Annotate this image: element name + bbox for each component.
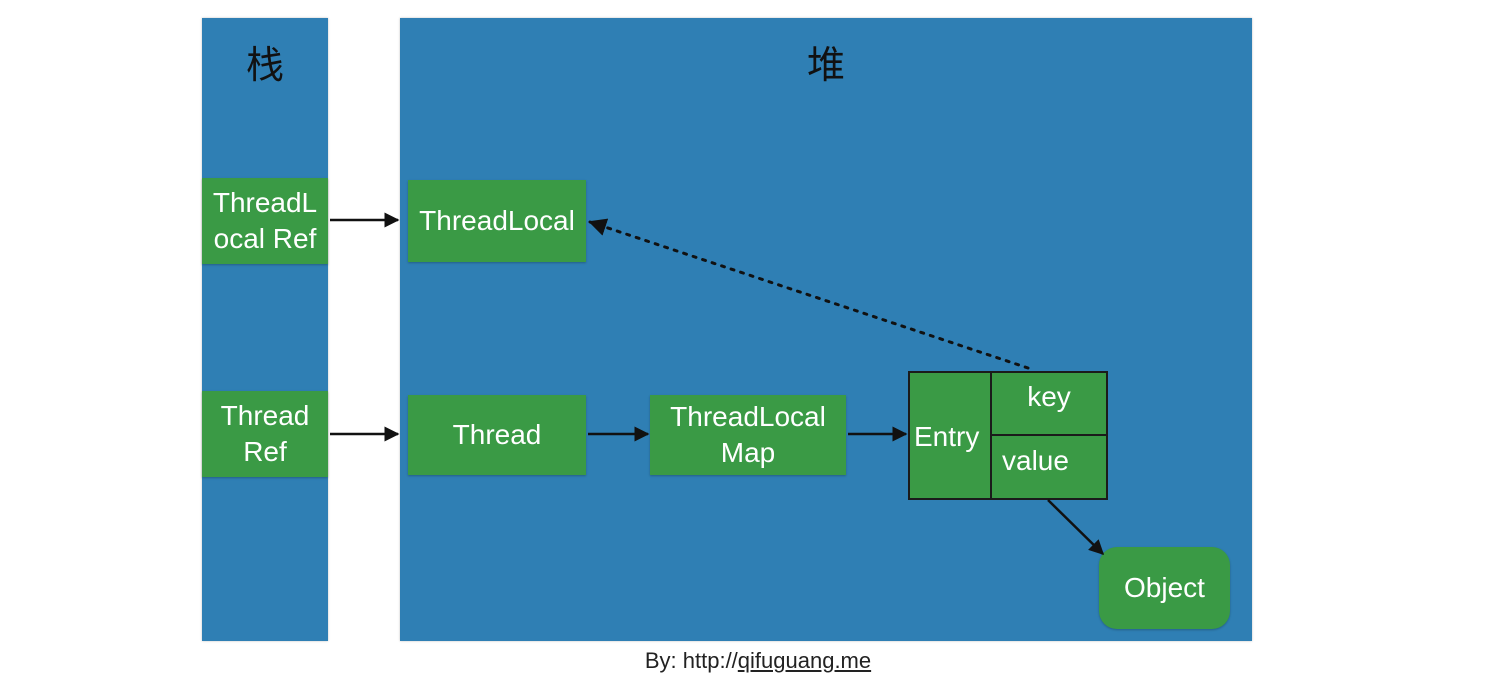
threadlocal-ref-label: ThreadL ocal Ref xyxy=(212,187,318,254)
thread-ref-node: Thread Ref xyxy=(202,391,328,477)
thread-node: Thread xyxy=(408,395,586,475)
caption: By: http://qifuguang.me xyxy=(0,648,1489,674)
threadlocal-map-node: ThreadLocal Map xyxy=(650,395,846,475)
entry-value-label: value xyxy=(1002,445,1069,476)
object-node: Object xyxy=(1099,547,1230,629)
heap-title: 堆 xyxy=(806,43,845,87)
heap-panel: 堆 xyxy=(400,18,1252,641)
arrow-value-to-object xyxy=(1047,499,1105,556)
threadlocal-node: ThreadLocal xyxy=(408,180,586,262)
arrow-key-to-threadlocal-weak xyxy=(588,218,1030,370)
entry-divider-horizontal xyxy=(990,434,1106,436)
entry-label: Entry xyxy=(914,421,980,452)
threadlocal-ref-node: ThreadL ocal Ref xyxy=(202,178,328,264)
entry-node: Entry key value xyxy=(908,371,1108,500)
thread-label: Thread xyxy=(452,419,542,450)
thread-ref-label: Thread Ref xyxy=(220,400,310,467)
entry-key-label: key xyxy=(1027,381,1071,412)
threadlocal-label: ThreadLocal xyxy=(419,205,575,236)
stack-title: 栈 xyxy=(245,43,284,87)
caption-prefix: By: http:// xyxy=(644,648,738,673)
threadlocal-map-label: ThreadLocal Map xyxy=(670,401,826,468)
caption-link[interactable]: qifuguang.me xyxy=(737,648,872,673)
stack-panel: 栈 xyxy=(202,18,328,641)
object-label: Object xyxy=(1124,572,1205,603)
